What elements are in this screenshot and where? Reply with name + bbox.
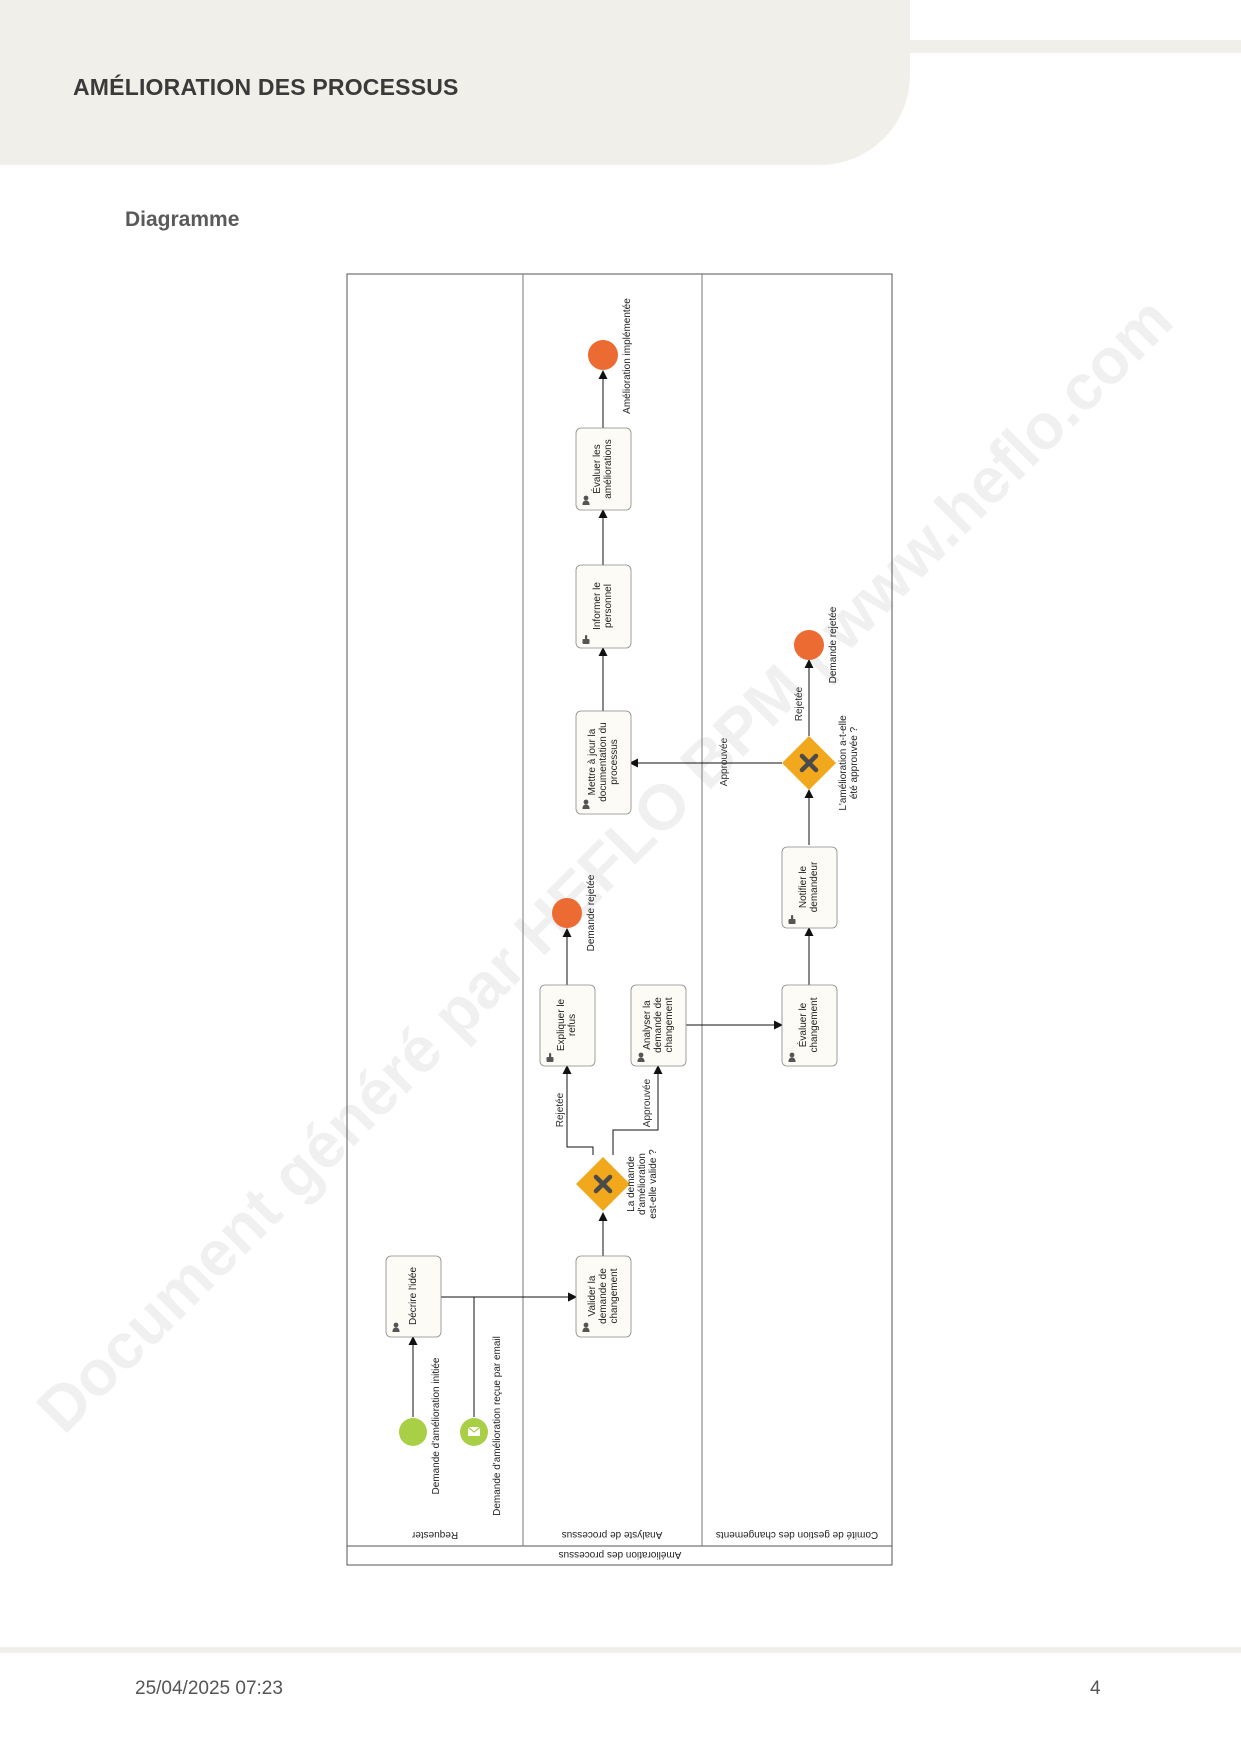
gateway-x-icon (799, 753, 819, 773)
svg-text:Valider la: Valider la (587, 1275, 598, 1316)
svg-text:L'amélioration a-t-elle: L'amélioration a-t-elle (838, 715, 849, 811)
end-event-rejected-committee[interactable] (794, 630, 824, 660)
svg-text:été approuvée ?: été approuvée ? (849, 726, 860, 799)
svg-text:La demande: La demande (626, 1156, 637, 1212)
task-evaluate-change[interactable]: Évaluer le changement (781, 984, 838, 1067)
start-event-initiated-label: Demande d'amélioration initiée (431, 1357, 442, 1494)
task-describe-idea[interactable]: Décrire l'idée (385, 1255, 442, 1338)
gateway-x-icon (593, 1174, 613, 1194)
svg-text:Évaluer les: Évaluer les (590, 444, 603, 493)
end-event-rejected-committee-label: Demande rejetée (828, 606, 839, 683)
end-event-rejected-analyst[interactable] (552, 898, 582, 928)
footer-date: 25/04/2025 07:23 (135, 1678, 283, 1699)
pool-label: Amélioration des processus (559, 1549, 682, 1560)
svg-text:Décrire l'idée: Décrire l'idée (408, 1267, 419, 1325)
svg-text:demandeur: demandeur (809, 861, 820, 912)
sequence-flows (408, 370, 814, 1417)
header-strip (910, 40, 1241, 53)
flow-label-rejected-2: Rejetée (794, 686, 805, 721)
svg-text:demande de: demande de (653, 997, 664, 1053)
page-number: 4 (1090, 1678, 1101, 1699)
start-event-initiated[interactable] (399, 1418, 427, 1446)
svg-text:changement: changement (609, 1268, 620, 1323)
page-title: AMÉLIORATION DES PROCESSUS (73, 74, 459, 100)
gateway-valid-label: La demande d'amélioration est-elle valid… (626, 1149, 659, 1219)
end-event-rejected-analyst-label: Demande rejetée (586, 874, 597, 951)
end-event-implemented-label: Amélioration implémentée (622, 298, 633, 414)
flow-email-validate (473, 1292, 577, 1417)
svg-text:améliorations: améliorations (603, 439, 614, 498)
svg-text:documentation du: documentation du (598, 722, 609, 802)
svg-text:processus: processus (609, 739, 620, 785)
task-evaluate-improvements[interactable]: Évaluer les améliorations (575, 427, 632, 511)
svg-text:Informer le: Informer le (592, 582, 603, 630)
svg-text:changement: changement (664, 997, 675, 1052)
svg-text:demande de: demande de (598, 1268, 609, 1324)
pool-frame (346, 273, 893, 1566)
task-validate-request[interactable]: Valider la demande de changement (575, 1255, 632, 1338)
task-inform-staff[interactable]: Informer le personnel (575, 564, 632, 649)
svg-text:changement: changement (809, 997, 820, 1052)
end-event-implemented[interactable] (588, 340, 618, 370)
lane-label-analyst: Analyste de processus (562, 1529, 663, 1540)
header-band (0, 0, 910, 165)
svg-text:Expliquer le: Expliquer le (556, 998, 567, 1051)
task-update-documentation[interactable]: Mettre à jour la documentation du proces… (575, 710, 632, 815)
task-analyze-request[interactable]: Analyser la demande de changement (630, 984, 687, 1067)
svg-text:Évaluer le: Évaluer le (796, 1002, 809, 1047)
flow-label-rejected-1: Rejetée (555, 1092, 566, 1127)
svg-text:d'amélioration: d'amélioration (637, 1153, 648, 1215)
svg-text:Mettre à jour la: Mettre à jour la (587, 728, 598, 795)
lane-label-requester: Requester (411, 1529, 458, 1540)
svg-text:est-elle valide ?: est-elle valide ? (648, 1149, 659, 1219)
gateway-approved-label: L'amélioration a-t-elle été approuvée ? (838, 715, 860, 811)
svg-text:refus: refus (567, 1014, 578, 1036)
gateway-approved[interactable] (782, 736, 836, 790)
flow-gateway-explain (562, 1065, 594, 1155)
svg-text:Notifier le: Notifier le (798, 865, 809, 908)
footer-divider (0, 1647, 1241, 1653)
gateway-valid[interactable] (576, 1157, 630, 1211)
flow-label-approved-1: Approuvée (642, 1078, 653, 1127)
svg-text:personnel: personnel (603, 584, 614, 628)
task-notify-requester[interactable]: Notifier le demandeur (781, 846, 838, 929)
flow-label-approved-2: Approuvée (719, 737, 730, 786)
svg-text:Analyser la: Analyser la (642, 1000, 653, 1050)
lane-label-committee: Comité de gestion des changements (716, 1529, 878, 1540)
task-explain-refusal[interactable]: Expliquer le refus (539, 984, 596, 1067)
section-title: Diagramme (125, 208, 240, 231)
flow-gateway-analyze (612, 1065, 663, 1155)
start-event-email-label: Demande d'amélioration reçue par email (492, 1336, 503, 1516)
